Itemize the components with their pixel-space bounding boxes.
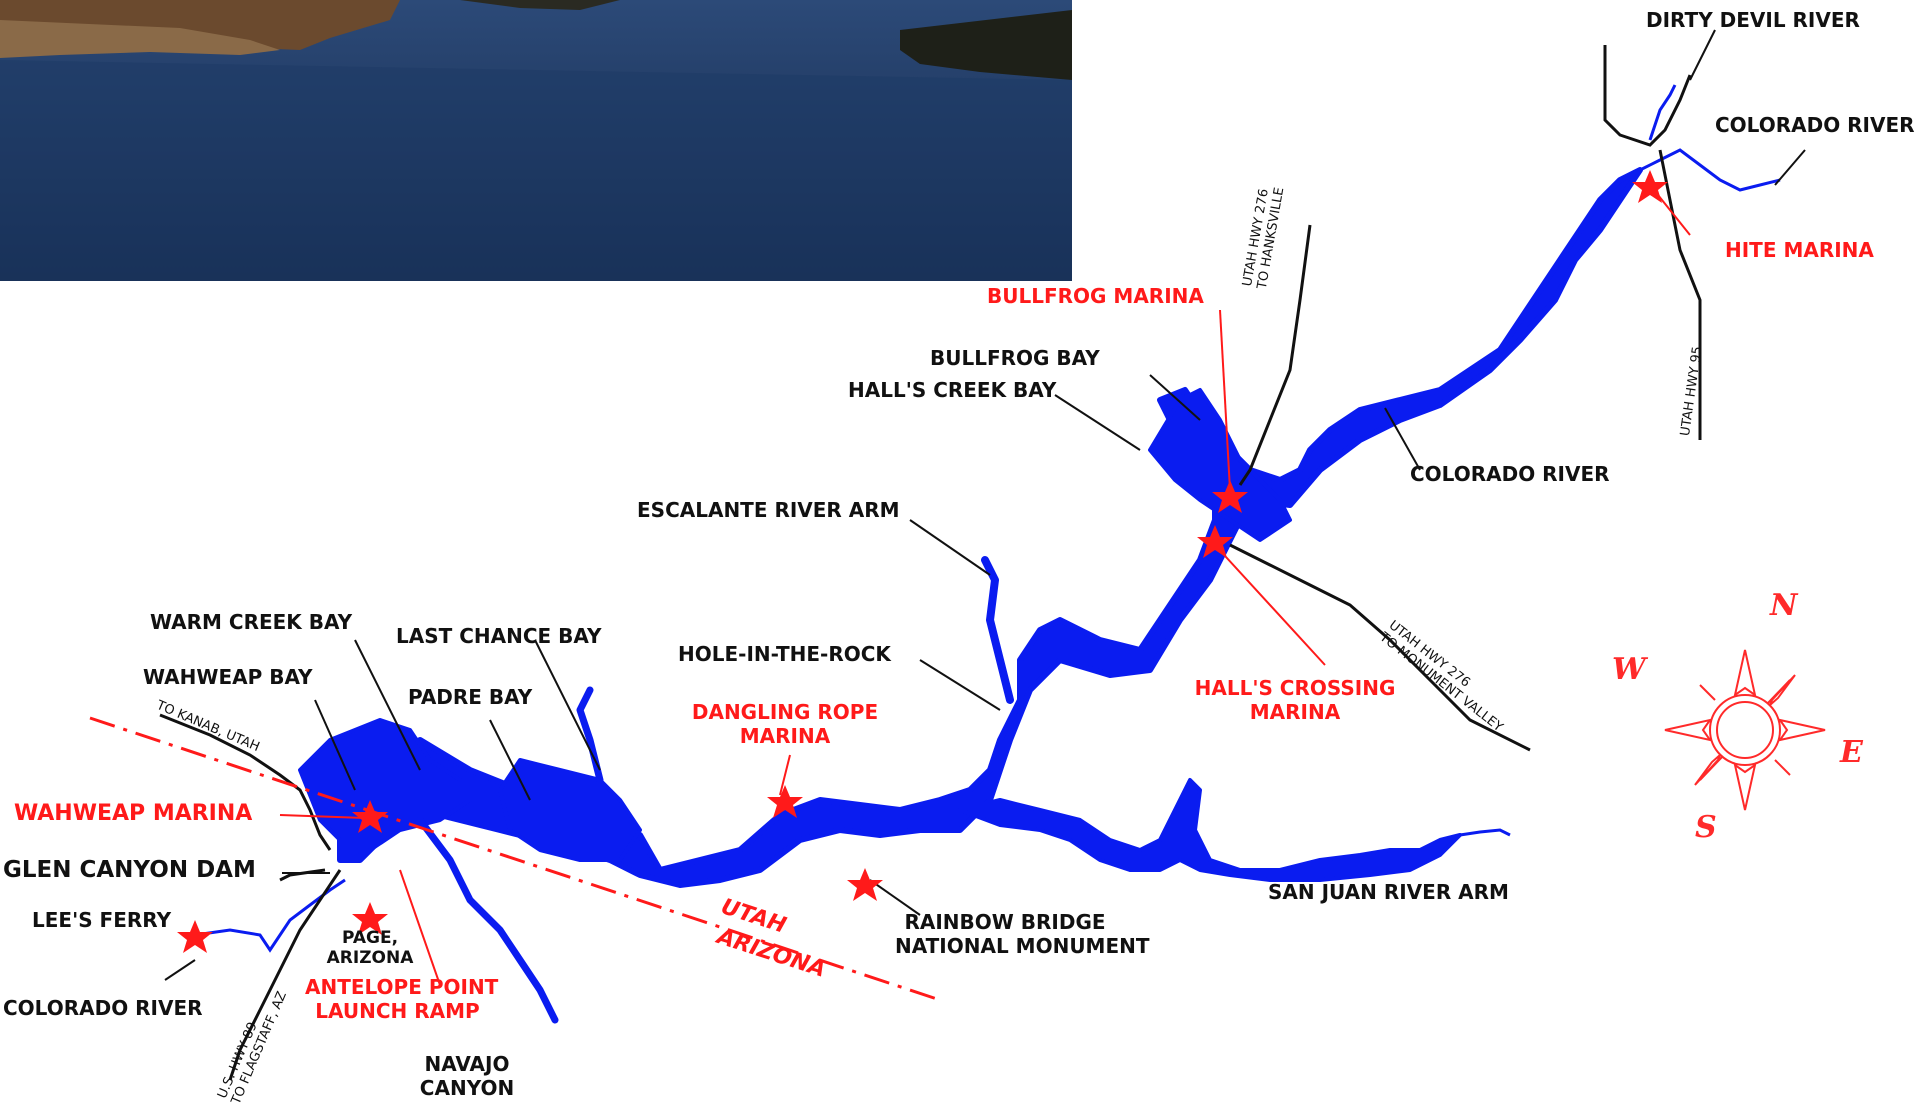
label-page-line1: PAGE, [341, 928, 399, 948]
label-bullfrog-bay: BULLFROG BAY [930, 346, 1100, 370]
label-wahweap-bay: WAHWEAP BAY [143, 665, 313, 689]
label-dangling-rope-line1: DANGLING ROPE [691, 700, 879, 724]
compass-e: E [1840, 735, 1863, 770]
label-glen-canyon-dam: GLEN CANYON DAM [3, 857, 256, 883]
utah-arizona-border [89, 716, 941, 1002]
marina-stars [177, 170, 1668, 953]
label-rainbow-line2: NATIONAL MONUMENT [895, 934, 1150, 958]
label-navajo-line2: CANYON [419, 1076, 515, 1100]
label-san-juan-river-arm: SAN JUAN RIVER ARM [1268, 880, 1509, 904]
label-antelope-line1: ANTELOPE POINT [305, 975, 499, 999]
label-colorado-river-ne: COLORADO RIVER [1715, 113, 1915, 137]
label-last-chance-bay: LAST CHANCE BAY [396, 624, 602, 648]
marina-leader-lines [279, 184, 1691, 986]
antelope-point-star [352, 902, 388, 935]
dangling-rope-star [767, 785, 803, 818]
label-halls-creek-bay: HALL'S CREEK BAY [848, 378, 1057, 402]
label-dangling-rope-line2: MARINA [739, 724, 831, 748]
compass-n: N [1770, 588, 1798, 623]
label-bullfrog-marina: BULLFROG MARINA [987, 284, 1204, 308]
leader-lines [164, 29, 1806, 981]
label-navajo-canyon: NAVAJO CANYON [407, 1052, 527, 1100]
label-warm-creek-bay: WARM CREEK BAY [150, 610, 353, 634]
wahweap-marina-star [352, 800, 388, 833]
label-rainbow-bridge: RAINBOW BRIDGE NATIONAL MONUMENT [895, 910, 1150, 958]
label-colorado-river-mid: COLORADO RIVER [1410, 462, 1610, 486]
hite-marina-star [1632, 170, 1668, 203]
label-rainbow-line1: RAINBOW BRIDGE [904, 910, 1106, 934]
bullfrog-marina-star [1212, 480, 1248, 513]
lake-photo [0, 0, 1072, 281]
halls-crossing-star [1197, 525, 1233, 558]
label-hole-in-the-rock: HOLE-IN-THE-ROCK [678, 642, 891, 666]
rainbow-bridge-star [847, 868, 883, 901]
label-navajo-line1: NAVAJO [424, 1052, 510, 1076]
label-page-line2: ARIZONA [326, 948, 414, 968]
compass-s: S [1695, 810, 1717, 845]
label-antelope-line2: LAUNCH RAMP [315, 999, 480, 1023]
compass-rose-icon [1664, 649, 1826, 811]
label-padre-bay: PADRE BAY [408, 685, 533, 709]
label-page-arizona: PAGE, ARIZONA [320, 928, 420, 968]
label-halls-crossing-marina-line2: MARINA [1249, 700, 1341, 724]
label-colorado-river-sw: COLORADO RIVER [3, 996, 203, 1020]
roads [159, 45, 1702, 1081]
label-wahweap-marina: WAHWEAP MARINA [14, 801, 253, 826]
label-halls-crossing-marina-line1: HALL'S CROSSING [1194, 676, 1396, 700]
label-dirty-devil-river: DIRTY DEVIL RIVER [1646, 8, 1860, 32]
label-dangling-rope-marina: DANGLING ROPE MARINA [690, 700, 880, 748]
compass-w: W [1612, 652, 1646, 687]
label-escalante-river-arm: ESCALANTE RIVER ARM [637, 498, 900, 522]
label-lees-ferry: LEE'S FERRY [32, 908, 172, 932]
label-antelope-point-launch-ramp: ANTELOPE POINT LAUNCH RAMP [305, 975, 499, 1023]
lees-ferry-star [177, 920, 213, 953]
label-hite-marina: HITE MARINA [1725, 238, 1874, 262]
label-halls-crossing-marina: HALL'S CROSSING MARINA [1185, 676, 1405, 724]
